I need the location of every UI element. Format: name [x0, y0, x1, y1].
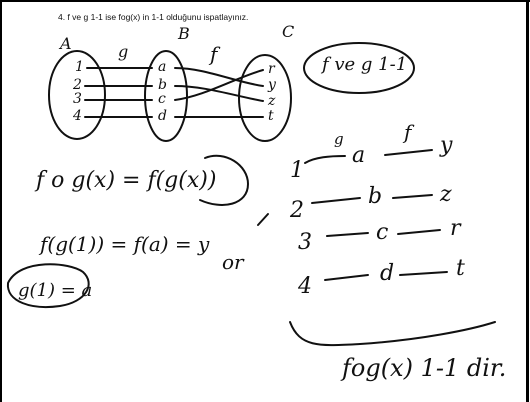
row-4-domain: 4: [298, 274, 312, 299]
arrow-f-3: [174, 69, 264, 101]
arrow-f-2: [174, 85, 264, 102]
diagram-label-g: g: [118, 42, 129, 61]
codomain-z: z: [268, 93, 276, 109]
row-4-middle: d: [380, 261, 395, 286]
table-label-g: g: [334, 130, 344, 148]
set-b-oval: [144, 50, 188, 142]
brace-stroke: [289, 321, 496, 347]
middle-c: c: [158, 91, 166, 107]
table-arrow-2b: [392, 194, 433, 199]
row-1-codomain: y: [440, 133, 453, 158]
table-arrow-1b: [384, 149, 433, 156]
frame-left: [0, 0, 2, 402]
codomain-y: y: [268, 77, 276, 93]
set-c-oval: [238, 54, 292, 142]
evaluation-equation: f(g(1)) = f(a) = y: [40, 232, 210, 256]
row-2-domain: 2: [290, 198, 304, 223]
codomain-r: r: [268, 61, 275, 77]
diagram-label-f: f: [210, 42, 218, 66]
table-arrow-3b: [397, 229, 441, 235]
question-text: 4. f ve g 1-1 ise fog(x) in 1-1 olduğunu…: [58, 12, 249, 22]
domain-4: 4: [73, 108, 82, 124]
codomain-t: t: [268, 108, 274, 124]
frame-right: [526, 0, 529, 402]
row-1-domain: 1: [290, 158, 304, 183]
row-2-codomain: z: [440, 182, 452, 207]
domain-1: 1: [75, 59, 84, 75]
row-3-domain: 3: [298, 230, 312, 255]
dash-stroke: [257, 213, 269, 226]
table-arrow-3a: [326, 232, 369, 237]
g-of-1-equation: g(1) = a: [18, 280, 93, 301]
frame-top: [0, 0, 530, 2]
set-label-b: B: [178, 24, 190, 43]
composition-equation: f o g(x) = f(g(x)): [36, 168, 217, 193]
g1-oval: [6, 263, 90, 308]
set-label-c: C: [282, 22, 295, 41]
set-label-a: A: [60, 34, 72, 53]
conclusion-text: fog(x) 1-1 dir.: [342, 354, 507, 382]
note-oval: [303, 42, 415, 94]
row-3-middle: c: [376, 220, 389, 245]
middle-a: a: [158, 59, 167, 75]
row-2-middle: b: [368, 184, 383, 209]
middle-b: b: [158, 77, 167, 93]
table-arrow-1a: [304, 155, 346, 164]
table-arrow-4a: [324, 274, 369, 281]
middle-d: d: [158, 108, 167, 124]
domain-2: 2: [73, 77, 82, 93]
composition-oval: [199, 154, 250, 206]
set-a-oval: [48, 50, 106, 140]
note-f-ve-g: f ve g 1-1: [322, 54, 408, 75]
or-word: or: [222, 250, 244, 274]
table-label-f: f: [404, 120, 412, 144]
arrow-f-1: [174, 67, 264, 87]
table-arrow-2a: [311, 197, 361, 204]
row-3-codomain: r: [450, 216, 461, 241]
table-arrow-4b: [399, 271, 448, 276]
row-4-codomain: t: [456, 256, 465, 281]
row-1-middle: a: [352, 143, 366, 168]
domain-3: 3: [73, 91, 82, 107]
